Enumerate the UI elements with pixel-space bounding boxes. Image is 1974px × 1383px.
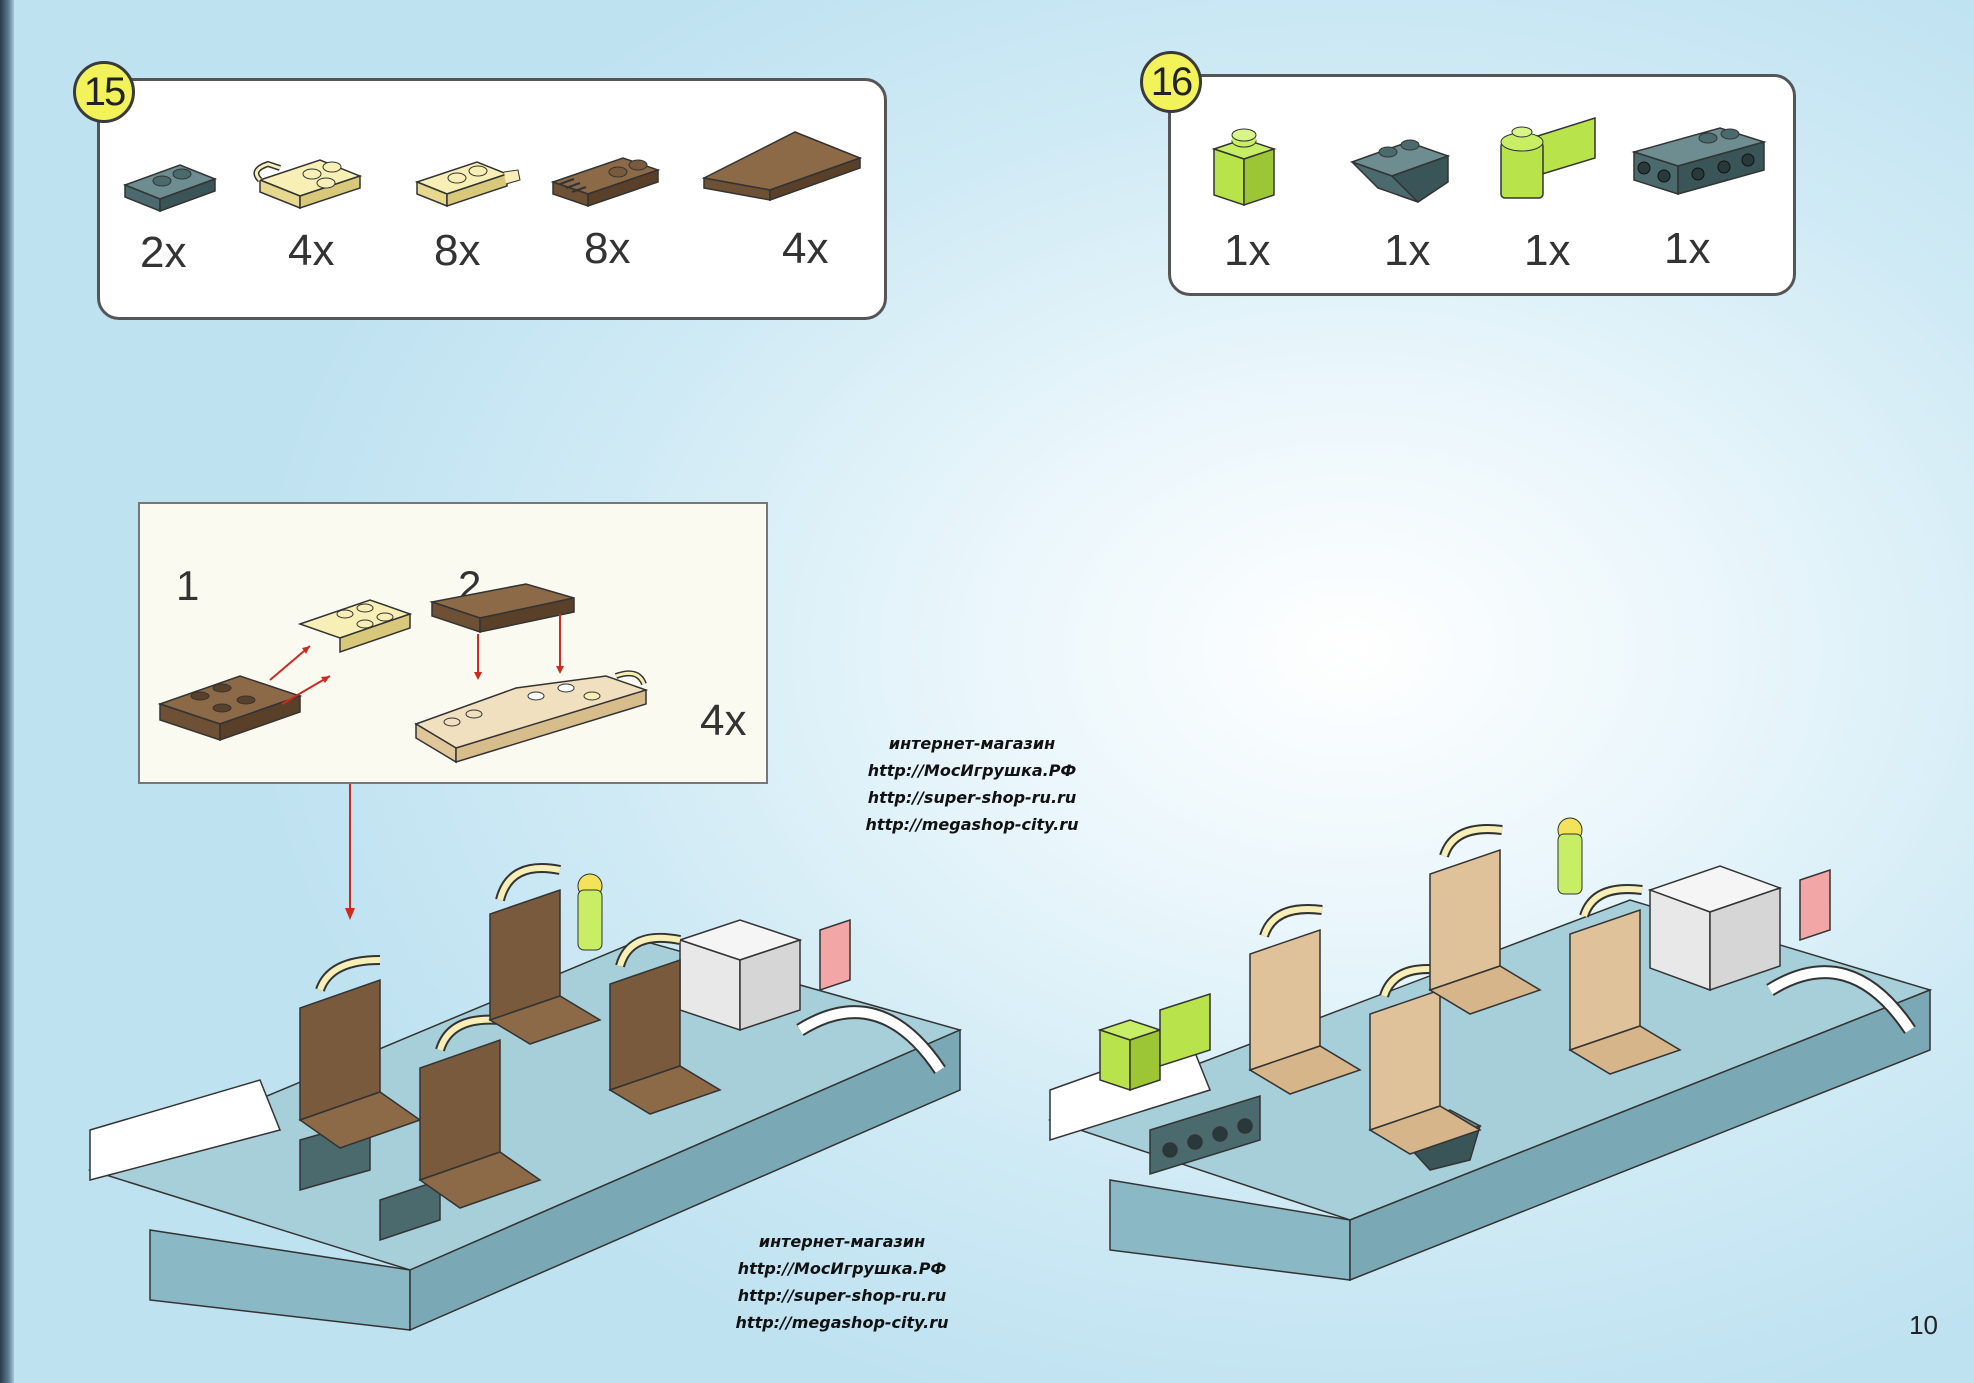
- dark-teal-bracket-placed: [1149, 1094, 1261, 1176]
- step-16-badge: 16: [1140, 51, 1202, 113]
- substep-2-diagram: [414, 583, 649, 764]
- part-dark-teal-slope-icon: [1349, 139, 1451, 203]
- model-step-16-assembly: [1047, 817, 1933, 1282]
- part-lime-hinge-icon: [1500, 116, 1596, 199]
- watermark-line: http://megashop-city.ru: [735, 1313, 949, 1332]
- watermark-line: http://МосИгрушка.РФ: [867, 761, 1077, 780]
- subassembly-callout-box: 1 2 4x: [138, 502, 768, 784]
- part-qty: 4x: [288, 226, 335, 275]
- watermark-line: http://super-shop-ru.ru: [867, 788, 1077, 807]
- seat-rear-left-tan: [1428, 824, 1542, 1015]
- part-tan-handle-plate-icon: [253, 159, 363, 210]
- substep-1-label: 1: [176, 562, 200, 609]
- watermark-line: http://megashop-city.ru: [865, 815, 1079, 834]
- part-tan-clip-plate-icon: [414, 161, 521, 208]
- part-qty: 8x: [584, 224, 631, 273]
- seat-front-left-tan: [1248, 904, 1362, 1095]
- seat-front-left: [298, 955, 422, 1149]
- seat-rear-left: [488, 863, 602, 1045]
- page-number: 10: [1909, 1310, 1938, 1340]
- lime-brick-placed: [1097, 992, 1211, 1092]
- watermark-text-block: интернет-магазин http://МосИгрушка.РФ ht…: [842, 730, 1102, 838]
- watermark-line: интернет-магазин: [888, 734, 1056, 753]
- part-brown-hinge-plate-icon: [550, 157, 661, 208]
- part-qty: 1x: [1224, 226, 1271, 275]
- model-step-15-assembly: [87, 863, 963, 1332]
- watermark-line: http://super-shop-ru.ru: [737, 1286, 947, 1305]
- part-qty: 8x: [434, 226, 481, 275]
- part-qty: 1x: [1524, 226, 1571, 275]
- step-15-parts-box: [97, 78, 887, 320]
- book-spine-shadow: [0, 0, 14, 1383]
- watermark-text-block: интернет-магазин http://МосИгрушка.РФ ht…: [712, 1228, 972, 1336]
- subassembly-multiplier: 4x: [700, 696, 747, 745]
- substep-1-diagram: [157, 599, 413, 742]
- part-dark-teal-plate-icon: [122, 164, 218, 213]
- seat-front-right-tan: [1368, 964, 1482, 1155]
- part-lime-brick-icon: [1211, 128, 1277, 207]
- seat-rear-right: [608, 932, 722, 1115]
- part-qty: 4x: [782, 224, 829, 273]
- watermark-line: http://МосИгрушка.РФ: [737, 1259, 947, 1278]
- watermark-line: интернет-магазин: [758, 1232, 926, 1251]
- callout-arrow: [345, 784, 355, 920]
- part-qty: 1x: [1384, 226, 1431, 275]
- part-qty: 2x: [140, 228, 187, 277]
- step-15-badge: 15: [73, 61, 135, 123]
- part-dark-teal-bracket-icon: [1631, 127, 1767, 196]
- seat-rear-right-tan: [1568, 884, 1682, 1075]
- part-qty: 1x: [1664, 224, 1711, 273]
- part-brown-tile-icon: [701, 131, 863, 202]
